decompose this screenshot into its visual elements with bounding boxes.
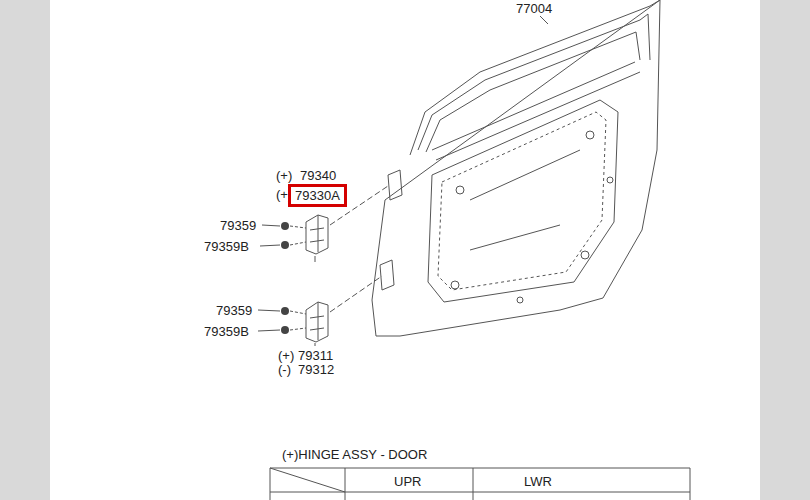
- table-title: (+)HINGE ASSY - DOOR: [282, 447, 427, 462]
- callout-number: (-): [278, 362, 291, 377]
- callout-number: (+): [276, 168, 292, 183]
- callout-number: 79359B: [204, 239, 249, 254]
- callout-number: 79359: [216, 303, 252, 318]
- callout-number: (+): [278, 348, 294, 363]
- part-number: 79330A: [291, 187, 344, 204]
- callout-number: 79359: [220, 218, 256, 233]
- callout-number: 79311: [298, 348, 333, 363]
- callout-number: 79312: [298, 362, 334, 377]
- highlight-box: 79330A: [288, 184, 347, 207]
- callout-number: 79359B: [204, 324, 249, 339]
- callout-number: 79340: [300, 168, 336, 183]
- table-cell: UPR: [394, 474, 421, 489]
- table-cell: LWR: [524, 474, 552, 489]
- callout-number: 77004: [516, 1, 552, 16]
